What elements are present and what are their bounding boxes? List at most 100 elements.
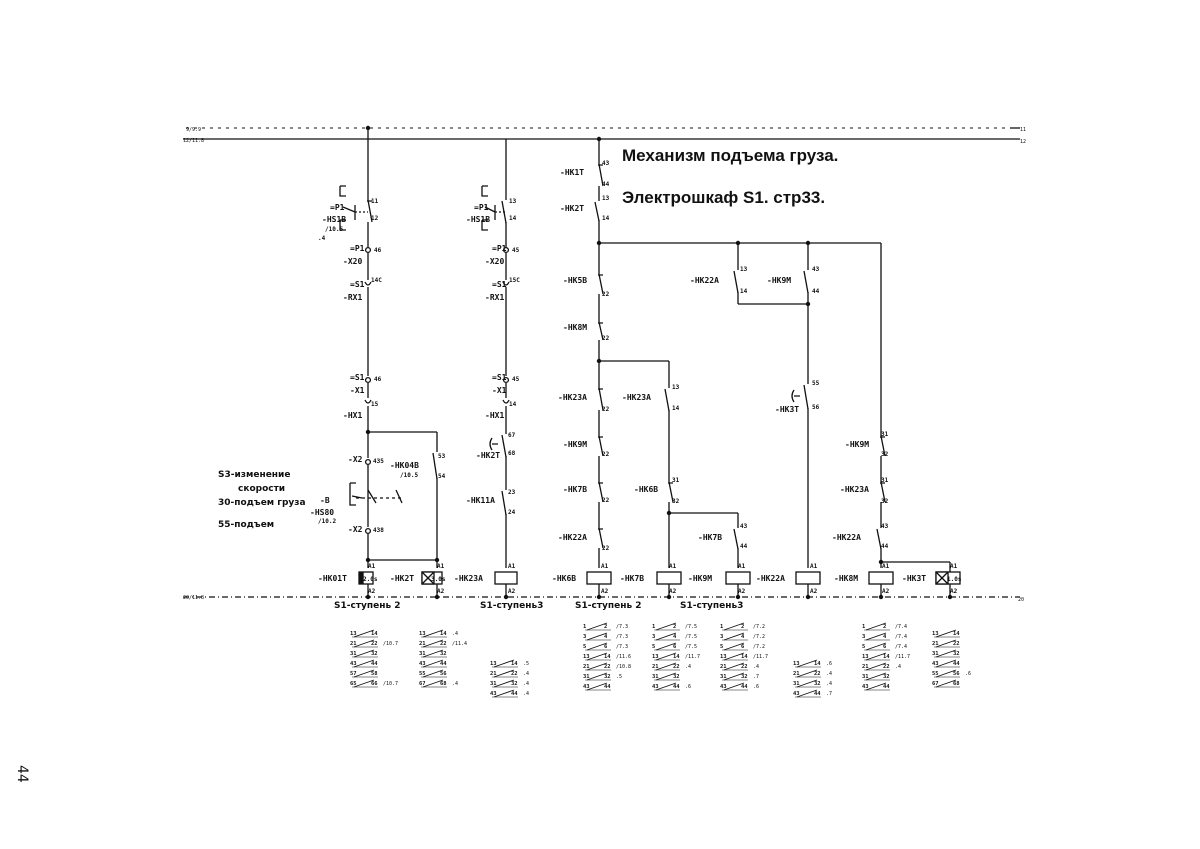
ref-label: A1 [601, 563, 609, 570]
contact-reference: /11.7 [753, 654, 768, 660]
contact-pin-left: 13 [932, 631, 939, 637]
ref-label: 43 [881, 523, 889, 530]
contact-pin-right: 4 [604, 634, 608, 640]
ref-label: 44 [812, 288, 820, 295]
ref-label: 14 [509, 215, 517, 222]
ref-label: -HK9M [845, 440, 869, 449]
ref-label: -HK7B [698, 533, 722, 542]
ref-label: A1 [810, 563, 818, 570]
contact-no [432, 452, 438, 480]
title-line-2: Электрошкаф S1. стр33. [622, 188, 826, 207]
contact-pin-left: 43 [862, 684, 869, 690]
contact-pin-right: 68 [953, 681, 960, 687]
bus-label-top2-left: 12/11.8 [183, 138, 204, 144]
ref-label: =P1 [350, 244, 365, 253]
ref-label: A1 [508, 563, 516, 570]
contact-pin-right: 32 [371, 651, 378, 657]
ref-label: -HS80 [310, 508, 334, 517]
contact-stroke [422, 679, 444, 688]
contact-pin-right: 6 [741, 644, 745, 650]
connector-symbol [364, 281, 372, 286]
ref-label: -HK8M [834, 574, 858, 583]
contact-pin-left: 3 [583, 634, 586, 640]
contact-pin-right: 22 [604, 664, 611, 670]
contact-stroke [865, 662, 887, 671]
contact-reference: /7.4 [895, 624, 907, 630]
contact-pin-right: 58 [371, 671, 378, 677]
ref-label: 53 [438, 453, 446, 460]
contact-pin-right: 44 [604, 684, 611, 690]
contact-nc [598, 321, 604, 341]
contact-no [664, 388, 670, 412]
contact-pin-right: 14 [440, 631, 447, 637]
contact-pin-right: 2 [741, 624, 744, 630]
contact-pin-right: 22 [371, 641, 378, 647]
contact-pin-left: 3 [720, 634, 723, 640]
contact-pin-right: 14 [371, 631, 378, 637]
note-s3-cont: скорости [238, 484, 286, 494]
ref-label: 32 [881, 498, 889, 505]
contact-pin-right: 44 [741, 684, 748, 690]
ref-label: -HK23A [454, 574, 483, 583]
contact-reference: /11.7 [895, 654, 910, 660]
contact-no [501, 490, 507, 516]
contact-pin-right: 32 [741, 674, 748, 680]
ref-label: -HK22A [756, 574, 785, 583]
ref-label: 14 [602, 215, 610, 222]
junction-dot [365, 594, 371, 600]
contact-pin-left: 67 [419, 681, 426, 687]
contact-pin-left: 21 [932, 641, 939, 647]
ref-label: -HX1 [343, 411, 362, 420]
ref-label: 43 [812, 266, 820, 273]
contact-pin-left: 21 [652, 664, 659, 670]
contact-pin-right: 44 [883, 684, 890, 690]
ref-label: 31 [881, 431, 889, 438]
junction-dot [434, 557, 440, 563]
terminal-circle [364, 458, 372, 466]
ref-label: 31 [672, 477, 680, 484]
contact-reference: .4 [452, 681, 458, 687]
ref-label: A2 [738, 588, 746, 595]
terminal-circle [364, 376, 372, 384]
contact-pin-left: 3 [652, 634, 655, 640]
ref-label: 31 [881, 477, 889, 484]
contact-reference: /10.8 [616, 664, 631, 670]
note-s3: S3-изменение [218, 470, 291, 480]
contact-stroke [353, 629, 375, 638]
contact-nc [598, 273, 604, 295]
ref-label: 24 [508, 509, 516, 516]
ref-label: 22 [602, 451, 610, 458]
ref-label: -HK7B [563, 485, 587, 494]
contact-reference: /7.2 [753, 644, 765, 650]
relay-coil-delay-mark [359, 572, 364, 584]
contact-reference: .4 [452, 631, 458, 637]
contact-pin-left: 43 [419, 661, 426, 667]
contact-nc [367, 199, 373, 223]
contact-pin-right: 22 [883, 664, 890, 670]
ref-label: =P1 [330, 203, 345, 212]
contact-pin-right: 44 [440, 661, 447, 667]
contact-stroke [655, 662, 677, 671]
contact-pin-left: 5 [720, 644, 723, 650]
contact-reference: .4 [523, 681, 529, 687]
contact-stroke [865, 682, 887, 691]
contact-reference: .6 [826, 661, 832, 667]
components [339, 125, 961, 600]
ref-label: =S1 [492, 280, 507, 289]
contact-no [594, 201, 600, 222]
ref-label: -B [320, 496, 330, 505]
ref-label: A2 [508, 588, 516, 595]
stage-label-2: S1-ступень3 [480, 601, 544, 611]
ref-label: A1 [669, 563, 677, 570]
ref-label: -HX1 [485, 411, 504, 420]
contact-pin-left: 21 [419, 641, 426, 647]
contact-stroke [655, 632, 677, 641]
contact-stroke [353, 669, 375, 678]
ref-label: -HK1T [560, 168, 584, 177]
contact-reference: /7.5 [685, 634, 697, 640]
ref-label: A1 [950, 563, 958, 570]
contact-no [803, 384, 809, 410]
